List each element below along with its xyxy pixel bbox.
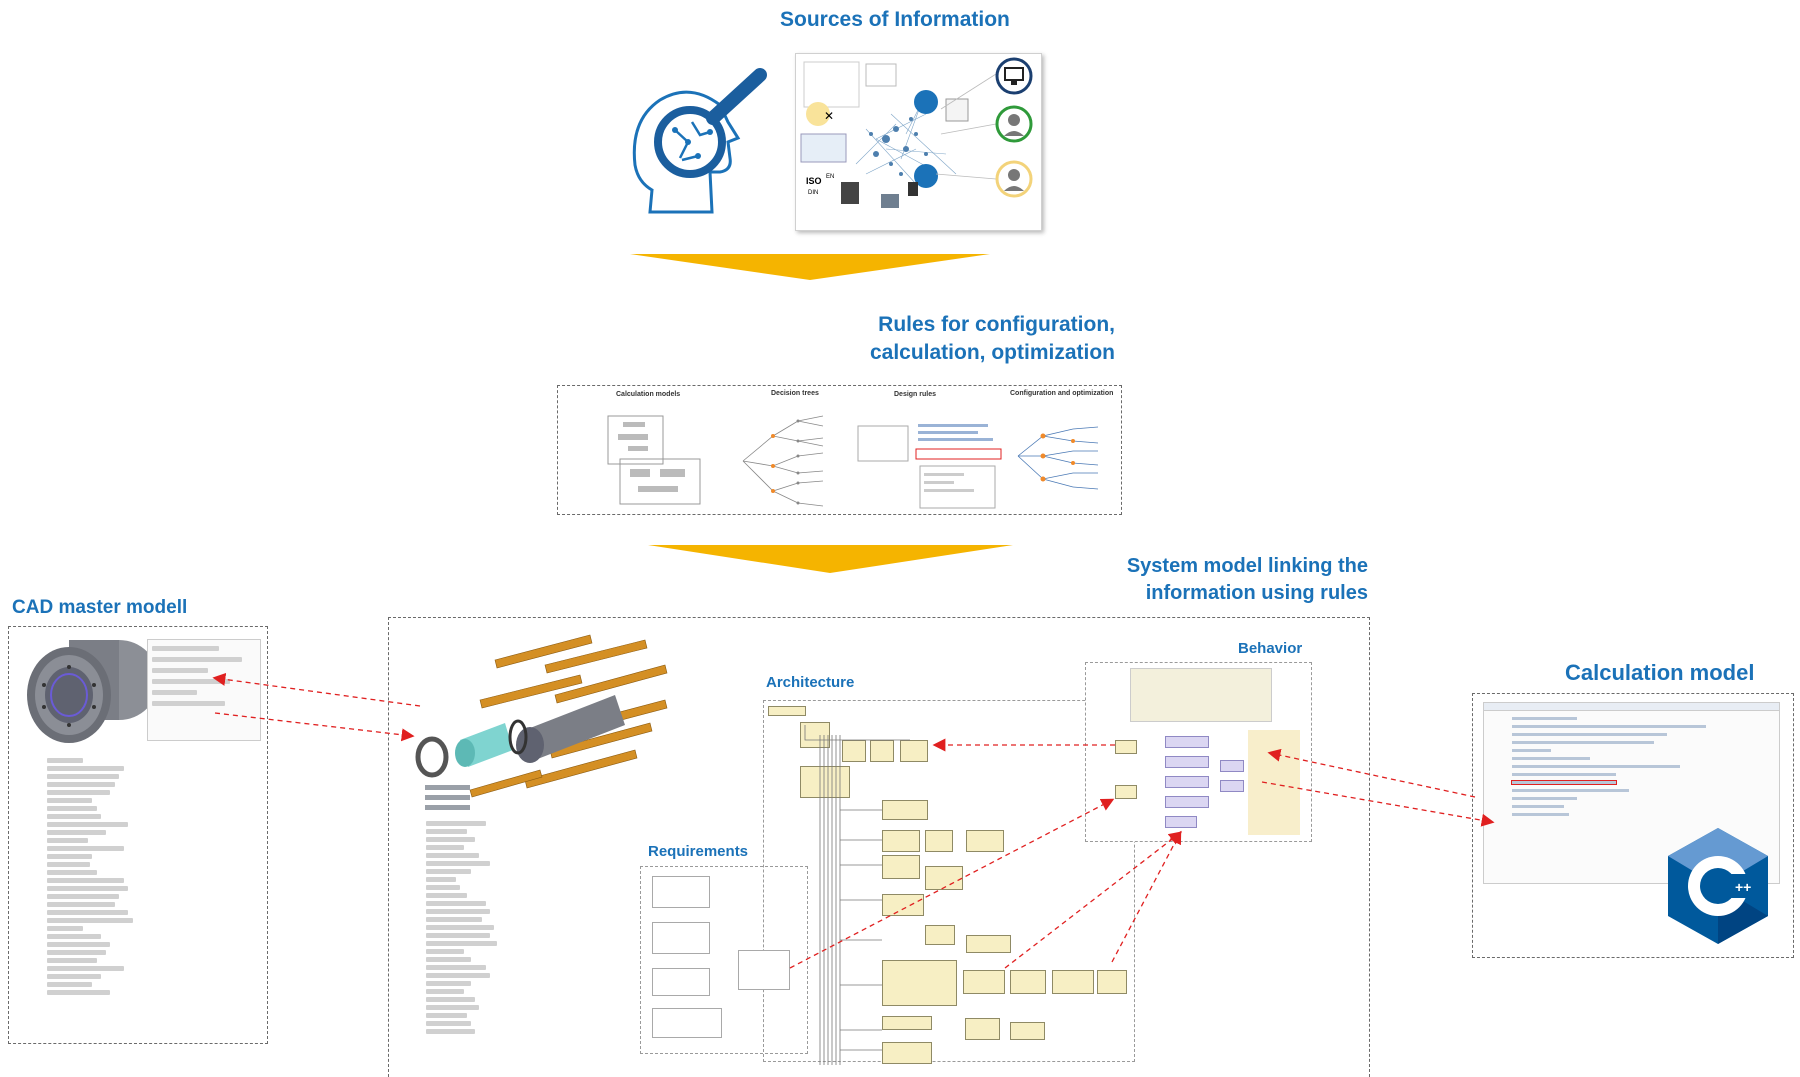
rules-label-design: Design rules xyxy=(894,391,937,398)
cad-title: CAD master modell xyxy=(12,597,188,618)
uml-block-l xyxy=(925,925,955,945)
rules-title: Rules for configuration, calculation, op… xyxy=(869,313,1115,364)
behavior-label: Behavior xyxy=(1238,640,1303,657)
exploded-assembly-render xyxy=(415,634,668,810)
cad-housing-render xyxy=(27,640,159,743)
architecture-label: Architecture xyxy=(766,674,855,691)
magnifier-head-icon xyxy=(632,68,767,214)
uml-block-b xyxy=(842,740,866,762)
rules-label-calculation: Calculation models xyxy=(616,391,681,398)
uml-block-q xyxy=(1052,970,1094,994)
architecture-frame xyxy=(763,700,1135,1062)
behavior-node-1 xyxy=(1115,740,1137,754)
rules-label-decision: Decision trees xyxy=(771,390,819,397)
down-arrow-2 xyxy=(648,545,1013,573)
requirement-box-5 xyxy=(738,950,790,990)
architecture-connectors xyxy=(804,725,910,1065)
down-arrow-1 xyxy=(630,254,990,280)
uml-block-d xyxy=(900,740,928,762)
behavior-state-3 xyxy=(1165,776,1209,788)
configuration-sketch xyxy=(1017,426,1099,490)
uml-block-u xyxy=(1010,1022,1045,1040)
uml-block-r xyxy=(1097,970,1127,994)
uml-block-c xyxy=(870,740,894,762)
assembly-model-tree xyxy=(426,818,501,1043)
monitor-person-icon xyxy=(995,57,1033,95)
network-graph-icon: ✕ ISO EN DIN xyxy=(800,61,997,208)
en-label: EN xyxy=(826,174,834,180)
uml-block-m xyxy=(966,935,1011,953)
iso-label: ISO xyxy=(806,176,822,186)
uml-block-n xyxy=(882,960,957,1006)
uml-block-e xyxy=(882,800,928,820)
uml-block-g xyxy=(925,830,953,852)
design-rules-sketch xyxy=(857,424,1002,509)
behavior-state-4 xyxy=(1165,796,1209,808)
cad-panel xyxy=(8,626,268,1044)
decision-tree-sketch xyxy=(742,415,824,507)
uml-block-main xyxy=(800,766,850,798)
requirements-frame xyxy=(640,866,808,1054)
behavior-state-1 xyxy=(1165,736,1209,748)
code-tabs xyxy=(1484,703,1779,711)
behavior-state-5 xyxy=(1165,816,1197,828)
sources-network-image: ✕ ISO EN DIN xyxy=(795,53,1042,231)
rules-panel: Calculation models Decision trees Design… xyxy=(557,385,1122,515)
din-label: DIN xyxy=(808,190,818,196)
uml-block-i xyxy=(882,855,920,879)
worker-icon xyxy=(995,160,1033,198)
cad-model-tree xyxy=(47,755,137,1025)
calc-model-title: Calculation model xyxy=(1565,660,1755,685)
requirements-label: Requirements xyxy=(648,843,749,860)
svg-text:++: ++ xyxy=(1735,879,1751,895)
requirement-box-3 xyxy=(652,968,710,996)
rules-label-configuration: Configuration and optimization xyxy=(1010,390,1114,397)
uml-block-p xyxy=(1010,970,1046,994)
uml-root-block xyxy=(768,706,806,716)
sources-title: Sources of Information xyxy=(780,8,1010,31)
uml-block-o xyxy=(963,970,1005,994)
uml-block-f xyxy=(882,830,920,852)
svg-text:✕: ✕ xyxy=(824,109,834,123)
requirement-box-1 xyxy=(652,876,710,908)
system-model-panel xyxy=(388,617,1370,1077)
behavior-state-2 xyxy=(1165,756,1209,768)
behavior-state-6 xyxy=(1220,760,1244,772)
behavior-state-7 xyxy=(1220,780,1244,792)
requirement-box-2 xyxy=(652,922,710,954)
behavior-top-diagram xyxy=(1130,668,1272,722)
uml-block-t xyxy=(965,1018,1000,1040)
uml-block-j xyxy=(925,866,963,890)
uml-block-v xyxy=(882,1042,932,1064)
calculation-models-sketch xyxy=(607,415,701,505)
behavior-node-2 xyxy=(1115,785,1137,799)
uml-block-k xyxy=(882,894,924,916)
cpp-logo-icon: ++ xyxy=(1668,828,1768,944)
cad-properties-window xyxy=(147,639,261,741)
engineer-icon xyxy=(995,105,1033,143)
behavior-activity-lane xyxy=(1248,730,1300,835)
system-model-title: System model linking the information usi… xyxy=(1126,555,1368,604)
uml-block-s xyxy=(882,1016,932,1030)
requirement-box-4 xyxy=(652,1008,722,1038)
calc-model-panel: ++ xyxy=(1472,693,1794,958)
uml-block-h xyxy=(966,830,1004,852)
